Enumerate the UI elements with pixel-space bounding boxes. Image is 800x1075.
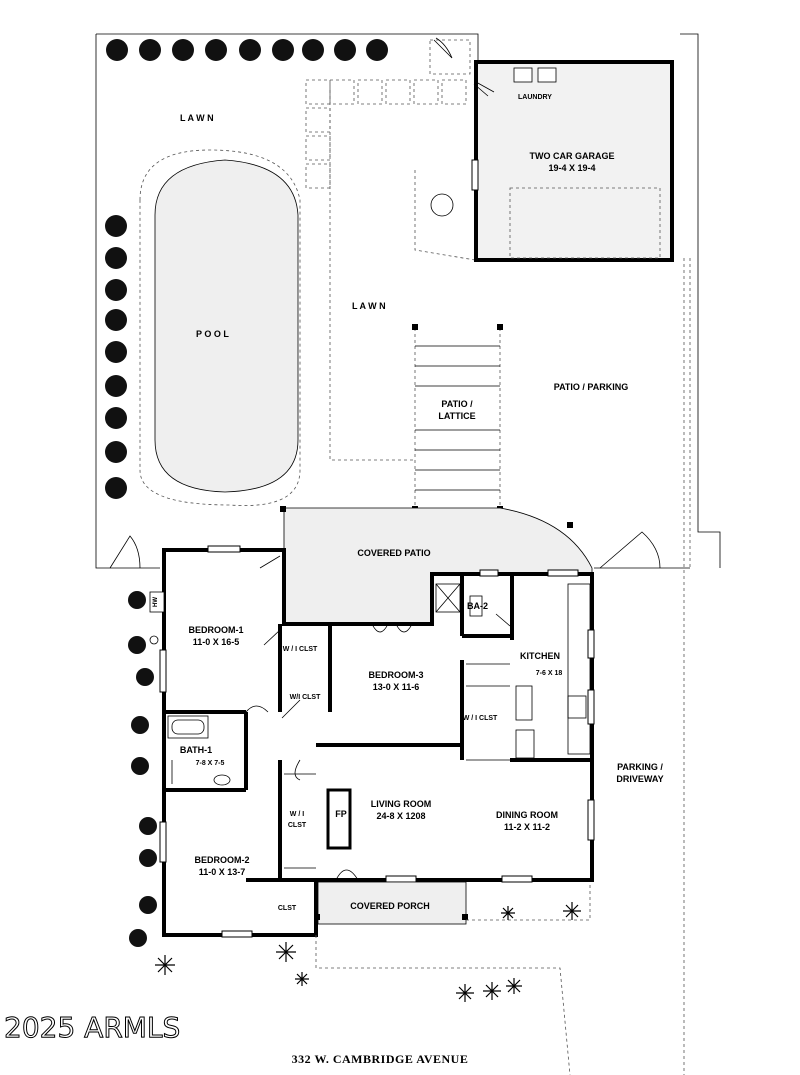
- windows: [159, 159, 595, 938]
- label-wi-clst-3: W / I CLST: [463, 715, 498, 722]
- label-dining-name: DINING ROOM: [496, 810, 558, 820]
- shrubs: [105, 39, 388, 947]
- label-hw: HW: [153, 597, 159, 607]
- label-wi-clst-4a: W / I: [290, 811, 304, 818]
- pool-area: [139, 90, 476, 506]
- label-patio-lattice-1: PATIO /: [441, 399, 473, 409]
- label-clst: CLST: [278, 905, 297, 912]
- label-bedroom2-name: BEDROOM-2: [194, 855, 249, 865]
- watermark: 2025 ARMLS: [4, 1011, 180, 1044]
- label-laundry: LAUNDRY: [518, 94, 552, 101]
- property-lines: [95, 33, 721, 1075]
- label-lawn-mid: L A W N: [352, 301, 386, 311]
- label-pool: P O O L: [196, 329, 229, 339]
- label-covered-porch: COVERED PORCH: [350, 901, 430, 911]
- label-parking-2: DRIVEWAY: [616, 774, 663, 784]
- label-dining-dim: 11-2 X 11-2: [504, 822, 550, 832]
- label-bedroom3-dim: 13-0 X 11-6: [373, 682, 420, 692]
- label-covered-patio: COVERED PATIO: [357, 548, 430, 558]
- label-wi-clst-1: W / I CLST: [283, 646, 318, 653]
- label-bedroom1-dim: 11-0 X 16-5: [193, 637, 240, 647]
- label-garage-name: TWO CAR GARAGE: [530, 151, 615, 161]
- label-kitchen-name: KITCHEN: [520, 651, 560, 661]
- garage: [430, 60, 674, 262]
- covered-porch: [315, 881, 591, 1075]
- label-patio-lattice-2: LATTICE: [438, 411, 475, 421]
- interior-details: [167, 583, 591, 869]
- label-parking-1: PARKING /: [617, 762, 663, 772]
- label-bedroom3-name: BEDROOM-3: [368, 670, 423, 680]
- label-ba2: BA-2: [467, 601, 488, 611]
- stepping-pavers: [305, 39, 471, 189]
- label-living-name: LIVING ROOM: [371, 799, 432, 809]
- label-patio-parking: PATIO / PARKING: [554, 382, 629, 392]
- label-bath1-dim: 7-8 X 7-5: [196, 760, 225, 767]
- label-bath1-name: BATH-1: [180, 745, 212, 755]
- label-bedroom2-dim: 11-0 X 13-7: [199, 867, 246, 877]
- house-walls: [162, 548, 594, 937]
- address-title: 332 W. CAMBRIDGE AVENUE: [292, 1052, 469, 1066]
- label-lawn-top: L A W N: [180, 113, 214, 123]
- label-wi-clst-2: W/I CLST: [290, 694, 321, 701]
- label-bedroom1-name: BEDROOM-1: [188, 625, 243, 635]
- label-garage-dim: 19-4 X 19-4: [548, 163, 595, 173]
- label-fp: FP: [335, 809, 347, 819]
- star-plants: [155, 902, 581, 1002]
- label-wi-clst-4b: CLST: [288, 822, 307, 829]
- doors: [109, 37, 661, 881]
- water-heater-box: [149, 591, 165, 613]
- label-kitchen-dim: 7-6 X 18: [536, 670, 563, 677]
- labels: L A W N L A W N P O O L LAUNDRY TWO CAR …: [4, 94, 664, 1066]
- label-living-dim: 24-8 X 1208: [376, 811, 425, 821]
